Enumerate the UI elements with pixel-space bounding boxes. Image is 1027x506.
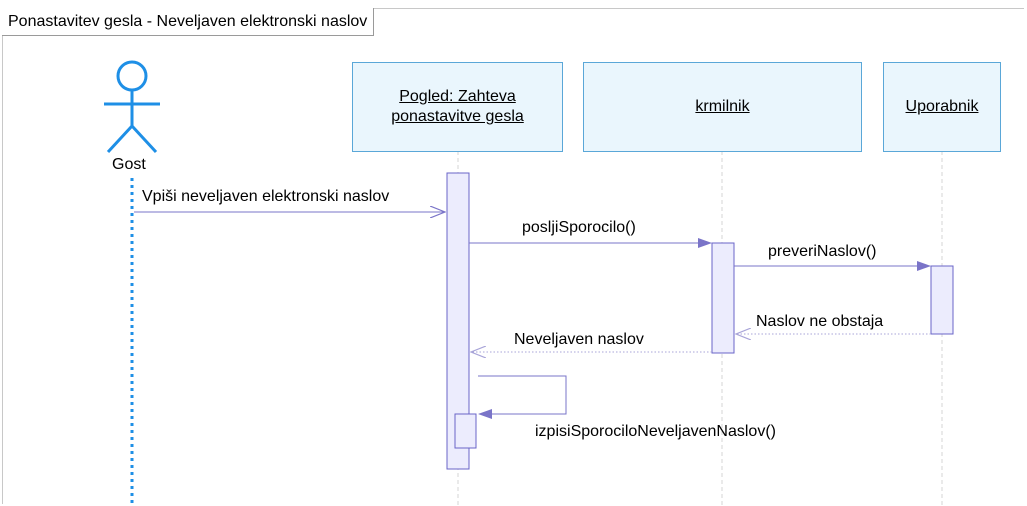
- lifeline-box-krmilnik: krmilnik: [583, 62, 862, 152]
- activation-uporabnik: [930, 265, 954, 335]
- lifeline-pogled-name-line1: Pogled: Zahteva: [399, 88, 516, 105]
- lifeline-pogled-name-line2: ponastavitve gesla: [391, 108, 524, 125]
- diagram-frame: [2, 8, 1024, 504]
- actor-gost-icon: [104, 60, 160, 154]
- message-label-neveljaven-naslov: Neveljaven naslov: [514, 331, 644, 348]
- actor-label: Gost: [112, 156, 146, 173]
- message-label-preverinaslov: preveriNaslov(): [768, 243, 877, 260]
- lifeline-box-pogled: Pogled: Zahteva ponastavitve gesla: [352, 62, 563, 152]
- activation-krmilnik: [711, 242, 735, 354]
- activation-pogled: [446, 172, 470, 470]
- message-label-naslov-ne-obstaja: Naslov ne obstaja: [756, 313, 884, 330]
- activation-pogled-self: [454, 413, 477, 449]
- message-label-vpisi: Vpiši neveljaven elektronski naslov: [142, 188, 390, 205]
- self-message-arrow: [478, 375, 567, 419]
- lifeline-box-uporabnik: Uporabnik: [883, 62, 1001, 152]
- diagram-title: Ponastavitev gesla - Neveljaven elektron…: [2, 8, 375, 36]
- lifeline-krmilnik-name: krmilnik: [695, 98, 750, 115]
- message-label-posljisporocilo: posljiSporocilo(): [522, 219, 636, 236]
- lifeline-uporabnik-name: Uporabnik: [905, 98, 979, 115]
- message-label-izpisisporocilo: izpisiSporociloNeveljavenNaslov(): [535, 423, 776, 440]
